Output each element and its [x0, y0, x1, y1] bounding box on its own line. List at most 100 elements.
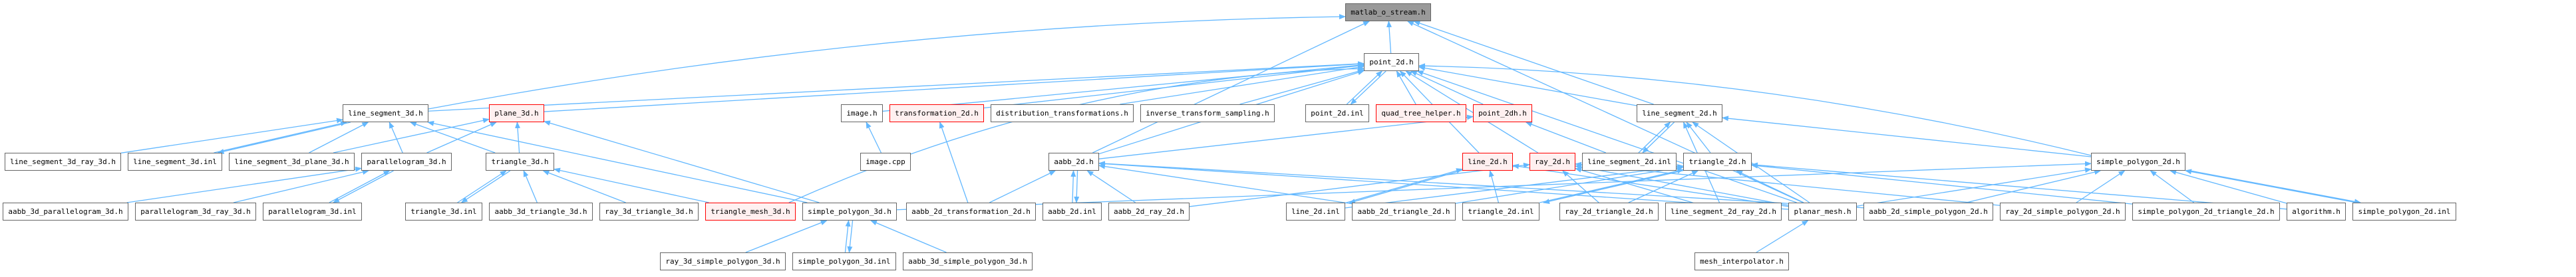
node-mesh-interpolator[interactable]: mesh_interpolator.h [1694, 252, 1789, 270]
node-transformation-2d[interactable]: transformation_2d.h [889, 104, 984, 122]
node-triangle-2d-inl[interactable]: triangle_2d.inl [1462, 203, 1539, 221]
node-label: point_2dh.h [1478, 109, 1527, 118]
node-aabb-2d-inl[interactable]: aabb_2d.inl [1043, 203, 1102, 221]
node-line-segment-3d-ray-3d[interactable]: line_segment_3d_ray_3d.h [5, 153, 121, 171]
node-aabb-2d-triangle-2d[interactable]: aabb_2d_triangle_2d.h [1352, 203, 1456, 221]
edge-line-segment-3d-plane-3d-to-plane-3d [333, 118, 490, 153]
node-line-2d-inl[interactable]: line_2d.inl [1286, 203, 1345, 221]
edge-line-segment-3d-plane-3d-to-line-segment-3d [309, 122, 369, 153]
node-planar-mesh[interactable]: planar_mesh.h [1788, 203, 1857, 221]
node-parallelogram-3d-inl[interactable]: parallelogram_3d.inl [263, 203, 362, 221]
edge-simple-polygon-3d-to-plane-3d [544, 120, 820, 203]
edge-line-2d-inl-to-triangle-2d [1345, 164, 1684, 209]
node-ray-3d-triangle-3d[interactable]: ray_3d_triangle_3d.h [599, 203, 699, 221]
edge-simple-polygon-2d-inl-to-simple-polygon-2d [2185, 169, 2357, 203]
node-ray-3d-simple-polygon-3d[interactable]: ray_3d_simple_polygon_3d.h [660, 252, 786, 270]
node-label: line_2d.h [1468, 157, 1508, 166]
node-point-2d-inl[interactable]: point_2d.inl [1305, 104, 1369, 122]
node-triangle-3d[interactable]: triangle_3d.h [486, 153, 554, 171]
node-line-segment-3d-inl[interactable]: line_segment_3d.inl [128, 153, 222, 171]
node-label: ray_3d_simple_polygon_3d.h [665, 257, 780, 266]
node-aabb-3d-triangle-3d[interactable]: aabb_3d_triangle_3d.h [489, 203, 593, 221]
node-aabb-3d-parallelogram-3d[interactable]: aabb_3d_parallelogram_3d.h [3, 203, 128, 221]
node-label: ray_2d_triangle_2d.h [1565, 207, 1653, 216]
edge-aabb-3d-simple-polygon-3d-to-simple-polygon-3d [870, 220, 947, 253]
node-image-h[interactable]: image.h [841, 104, 883, 122]
node-label: point_2d.h [1369, 58, 1414, 66]
node-point-2d[interactable]: point_2d.h [1364, 53, 1419, 71]
edge-triangle-3d-inl-to-triangle-3d [457, 170, 507, 203]
edge-line-segment-2d-inl-to-line-segment-2d [1638, 122, 1671, 153]
node-aabb-2d-ray-2d[interactable]: aabb_2d_ray_2d.h [1108, 203, 1190, 221]
edge-aabb-2d-inl-to-aabb-2d [1070, 170, 1076, 203]
node-simple-polygon-2d[interactable]: simple_polygon_2d.h [2091, 153, 2185, 171]
edge-parallelogram-3d-to-plane-3d [426, 122, 497, 153]
node-triangle-2d[interactable]: triangle_2d.h [1683, 153, 1752, 171]
node-label: line_2d.inl [1291, 207, 1340, 216]
node-ray-2d-triangle-2d[interactable]: ray_2d_triangle_2d.h [1559, 203, 1659, 221]
node-simple-polygon-2d-triangle-2d[interactable]: simple_polygon_2d_triangle_2d.h [2132, 203, 2280, 221]
node-label: line_segment_2d.inl [1587, 157, 1671, 166]
node-line-segment-2d-ray-2d[interactable]: line_segment_2d_ray_2d.h [1665, 203, 1782, 221]
node-parallelogram-3d-ray-3d[interactable]: parallelogram_3d_ray_3d.h [135, 203, 256, 221]
edge-planar-mesh-to-line-2d [1512, 163, 1789, 207]
node-point-2dh[interactable]: point_2dh.h [1473, 104, 1532, 122]
node-ray-2d-simple-polygon-2d[interactable]: ray_2d_simple_polygon_2d.h [2000, 203, 2126, 221]
node-label: aabb_2d_simple_polygon_2d.h [1869, 207, 1988, 216]
node-label: triangle_2d.inl [1468, 207, 1534, 216]
node-label: planar_mesh.h [1794, 207, 1852, 216]
node-line-2d[interactable]: line_2d.h [1462, 153, 1513, 171]
edge-line-segment-3d-ray-3d-to-line-segment-3d [120, 118, 343, 153]
node-plane-3d[interactable]: plane_3d.h [489, 104, 544, 122]
node-line-segment-2d[interactable]: line_segment_2d.h [1637, 104, 1722, 122]
edge-line-2d-inl-to-line-2d [1345, 168, 1463, 204]
node-line-segment-3d[interactable]: line_segment_3d.h [343, 104, 428, 122]
edge-aabb-2d-to-point-2dh [1098, 114, 1474, 159]
edge-line-segment-2d-to-point-2d [1418, 65, 1637, 106]
edge-ray-2d-simple-polygon-2d-to-simple-polygon-2d [2076, 170, 2126, 203]
node-label: aabb_2d_triangle_2d.h [1357, 207, 1450, 216]
node-triangle-mesh-3d[interactable]: triangle_mesh_3d.h [705, 203, 796, 221]
node-label: line_segment_3d.h [348, 109, 423, 118]
node-algorithm[interactable]: algorithm.h [2287, 203, 2346, 221]
edge-aabb-2d-to-aabb-2d-inl [1074, 170, 1080, 203]
node-simple-polygon-3d[interactable]: simple_polygon_3d.h [802, 203, 897, 221]
node-ray-2d[interactable]: ray_2d.h [1530, 153, 1575, 171]
node-label: distribution_transformations.h [996, 109, 1128, 118]
node-image-cpp[interactable]: image.cpp [860, 153, 911, 171]
edge-aabb-2d-ray-2d-to-ray-2d [1189, 162, 1530, 207]
node-simple-polygon-2d-inl[interactable]: simple_polygon_2d.inl [2352, 203, 2456, 221]
node-label: aabb_2d.h [1054, 157, 1094, 166]
node-triangle-3d-inl[interactable]: triangle_3d.inl [405, 203, 482, 221]
node-label: quad_tree_helper.h [1381, 109, 1461, 118]
edge-simple-polygon-3d-inl-to-simple-polygon-3d [844, 220, 851, 253]
edge-ray-3d-triangle-3d-to-triangle-3d [542, 170, 626, 203]
edge-parallelogram-3d-inl-to-parallelogram-3d [329, 170, 391, 203]
node-label: point_2d.inl [1311, 109, 1364, 118]
node-label: aabb_3d_simple_polygon_3d.h [908, 257, 1027, 266]
node-inverse-transform-sampling[interactable]: inverse_transform_sampling.h [1140, 104, 1275, 122]
edge-mesh-interpolator-to-planar-mesh [1756, 220, 1809, 253]
node-distribution-transformations[interactable]: distribution_transformations.h [991, 104, 1134, 122]
edge-ray-3d-simple-polygon-3d-to-simple-polygon-3d [745, 220, 828, 253]
node-label: line_segment_3d.inl [133, 157, 217, 166]
edge-ray-2d-triangle-2d-to-ray-2d [1562, 170, 1599, 203]
node-line-segment-2d-inl[interactable]: line_segment_2d.inl [1582, 153, 1677, 171]
node-matlab-o-stream[interactable]: matlab_o_stream.h [1345, 3, 1431, 21]
node-simple-polygon-3d-inl[interactable]: simple_polygon_3d.inl [792, 252, 896, 270]
edge-aabb-2d-transformation-2d-to-aabb-2d [989, 170, 1056, 203]
node-parallelogram-3d[interactable]: parallelogram_3d.h [361, 153, 452, 171]
node-aabb-2d-simple-polygon-2d[interactable]: aabb_2d_simple_polygon_2d.h [1863, 203, 1993, 221]
edge-planar-mesh-to-simple-polygon-2d [1856, 167, 2092, 207]
edge-distribution-transformations-to-point-2d [1120, 64, 1365, 105]
node-line-segment-3d-plane-3d[interactable]: line_segment_3d_plane_3d.h [229, 153, 355, 171]
node-label: line_segment_2d.h [1642, 109, 1717, 118]
node-aabb-3d-simple-polygon-3d[interactable]: aabb_3d_simple_polygon_3d.h [903, 252, 1033, 270]
node-aabb-2d[interactable]: aabb_2d.h [1048, 153, 1099, 171]
node-label: simple_polygon_3d.inl [798, 257, 891, 266]
node-quad-tree-helper[interactable]: quad_tree_helper.h [1376, 104, 1466, 122]
node-aabb-2d-transformation-2d[interactable]: aabb_2d_transformation_2d.h [906, 203, 1036, 221]
node-label: aabb_2d_transformation_2d.h [911, 207, 1031, 216]
node-label: parallelogram_3d.inl [268, 207, 357, 216]
